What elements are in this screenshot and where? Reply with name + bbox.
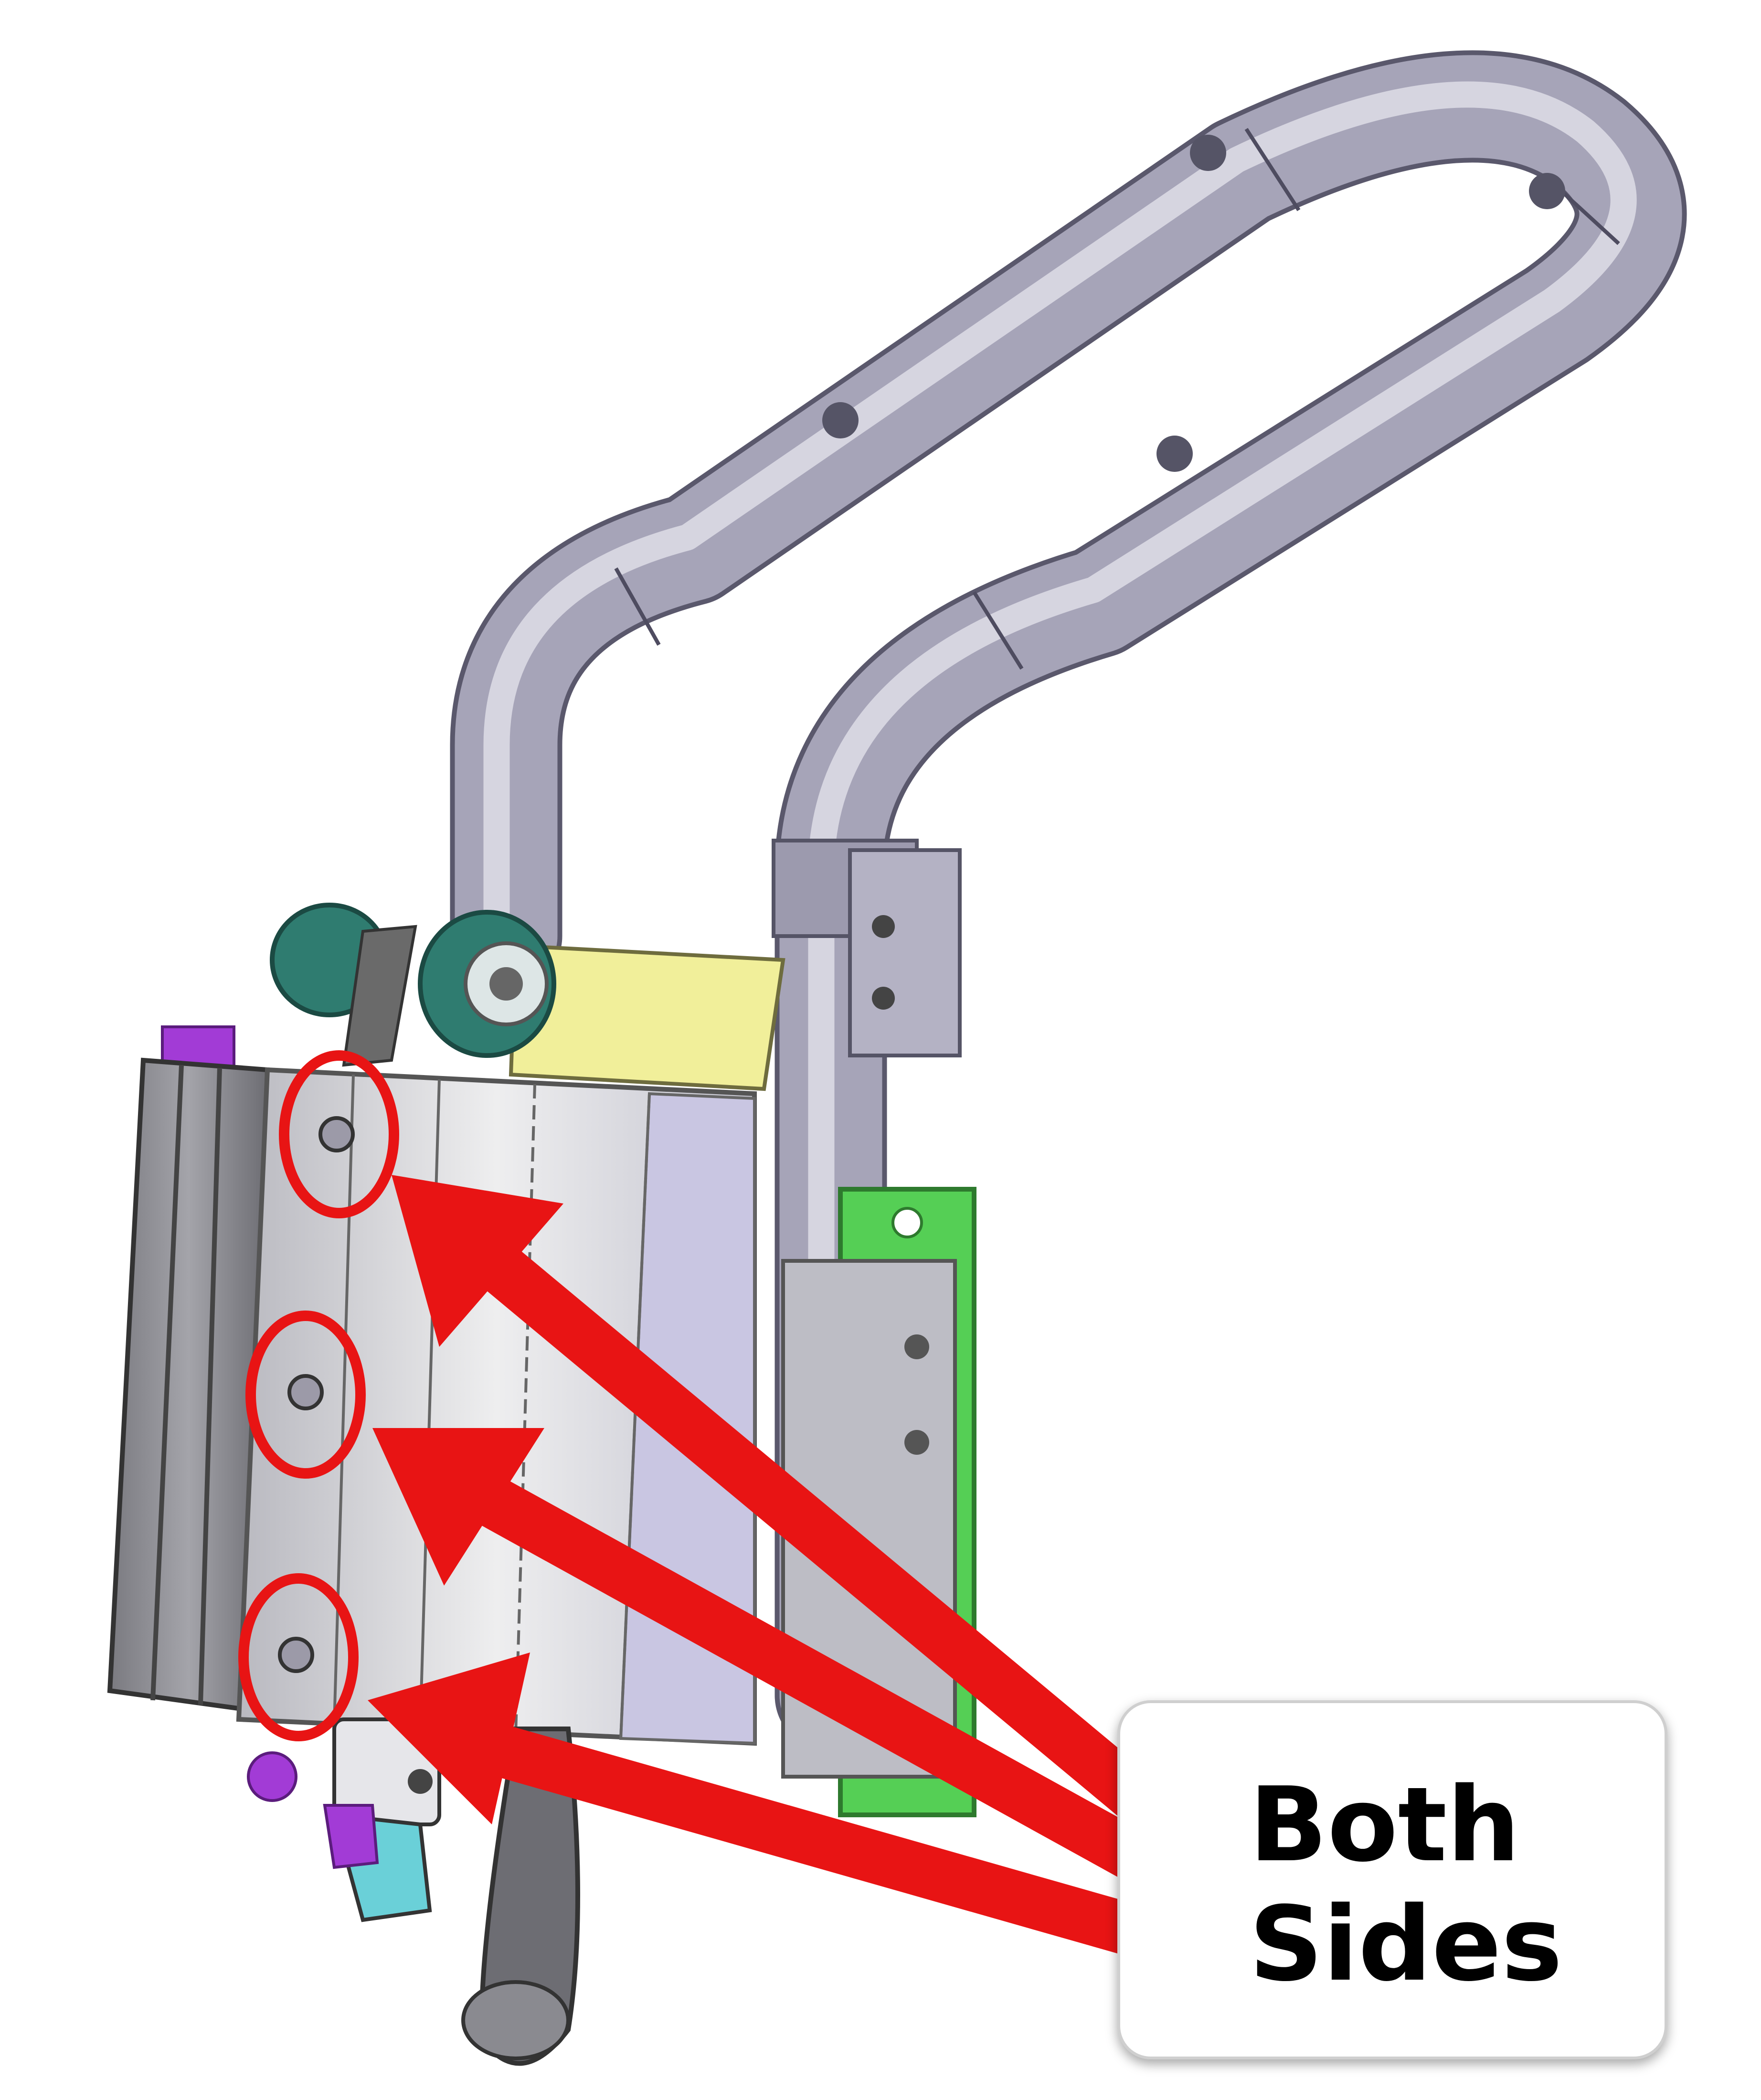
- bolt-icon: [904, 1430, 929, 1455]
- circle-highlight-icon: [245, 1311, 366, 1479]
- upper-clamp: [772, 839, 962, 1057]
- bolt-icon: [872, 915, 895, 938]
- tube-seam: [972, 591, 1024, 670]
- purple-knob: [247, 1751, 297, 1802]
- handle-tube-highlight: [483, 81, 1637, 1709]
- arrow-icon: [450, 1462, 1159, 1886]
- tube-seam: [614, 567, 661, 646]
- circle-highlight-icon: [238, 1573, 359, 1741]
- bolt-highlights: [238, 1050, 399, 1741]
- tube-seam: [1560, 190, 1620, 245]
- lower-handle: [479, 1727, 580, 2066]
- callout-box: Both Sides: [1117, 1700, 1667, 2059]
- handle-frame: [450, 50, 1687, 1752]
- arrow-icon: [372, 1428, 544, 1586]
- tube-seam: [1244, 128, 1301, 212]
- bolt-icon: [904, 1334, 929, 1359]
- arrow-icon: [368, 1652, 530, 1824]
- arrow-icon: [392, 1175, 563, 1347]
- circle-highlight-icon: [279, 1050, 399, 1218]
- arrow-icon: [475, 1240, 1163, 1826]
- callout-label: Both Sides: [1249, 1765, 1563, 2004]
- bolt-icon: [872, 987, 895, 1010]
- bolt-icon: [287, 1374, 324, 1410]
- bolt-icon: [318, 1116, 355, 1152]
- bolt-icon: [408, 1769, 433, 1794]
- bolt-icon: [489, 967, 523, 1001]
- knobs: [270, 903, 556, 1067]
- bolt-icon: [891, 1207, 923, 1238]
- lower-fittings: [247, 1717, 580, 2066]
- bolt-icon: [1190, 135, 1226, 171]
- bolt-icon: [1529, 173, 1565, 209]
- bolt-icon: [1156, 436, 1193, 472]
- arrow-icon: [451, 1713, 1154, 1960]
- red-arrows: [368, 1175, 1163, 1960]
- bolt-icon: [278, 1637, 314, 1673]
- bolt-icon: [822, 402, 859, 438]
